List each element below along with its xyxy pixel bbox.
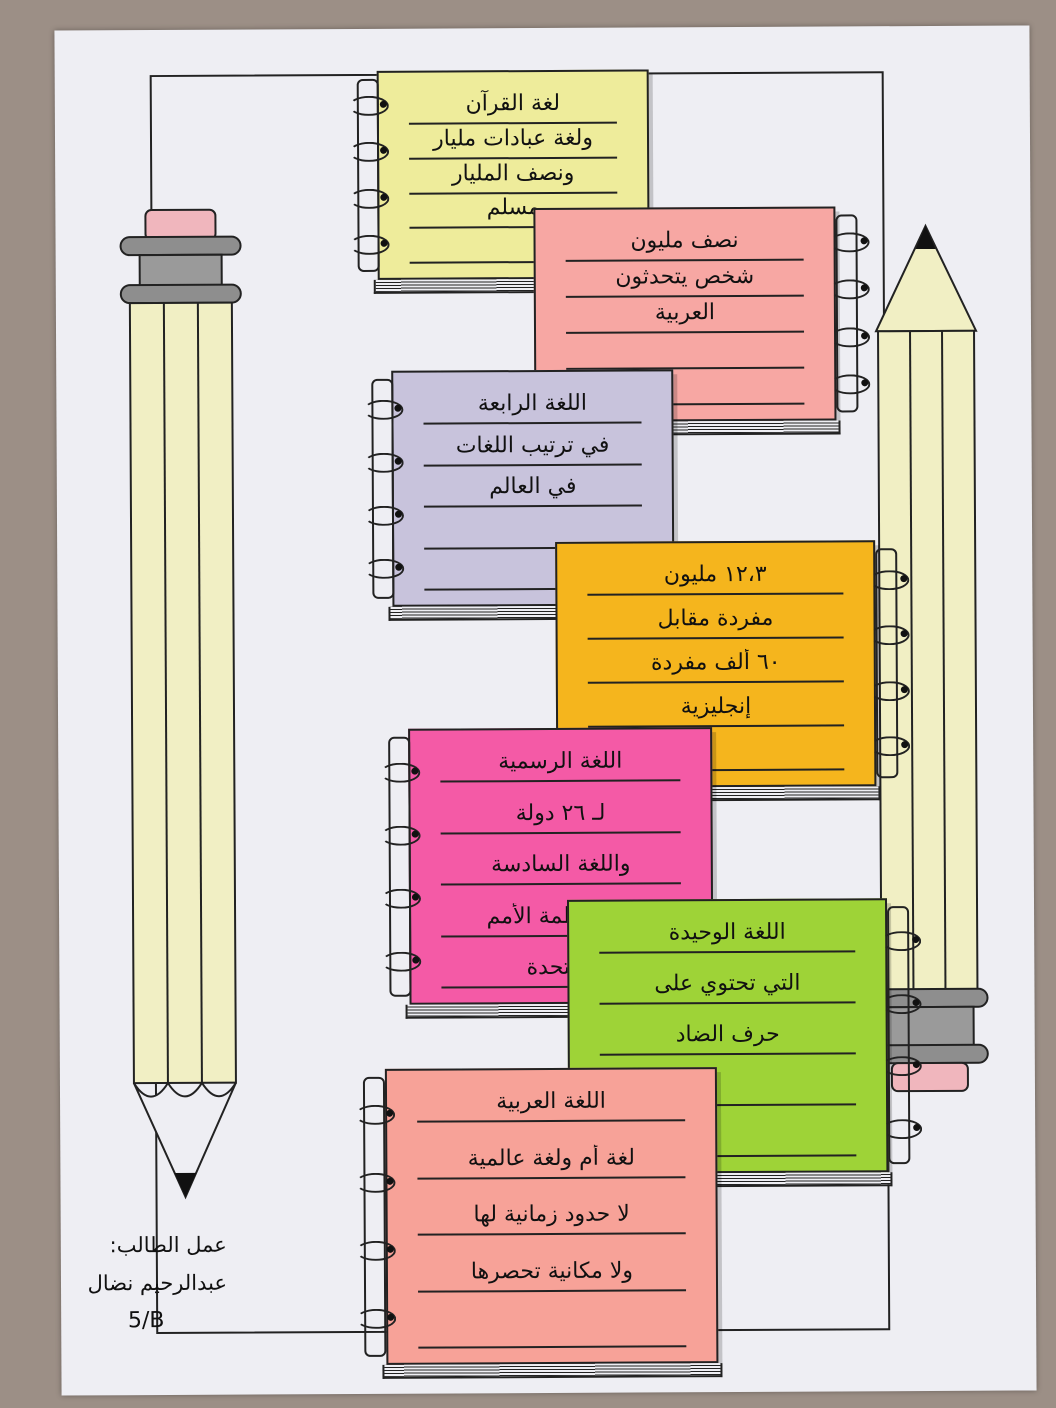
- note-line: ١٢،٣ مليون: [587, 560, 844, 596]
- note-line: مفردة مقابل: [587, 604, 844, 640]
- note-line: شخص يتحدثون: [565, 262, 804, 298]
- note-line: التي تحتوي على: [599, 969, 856, 1005]
- note-line: [566, 334, 805, 370]
- note-line: لغة القرآن: [408, 89, 617, 125]
- student-caption: عمل الطالب: عبدالرحيم نضال 5/B: [65, 1226, 228, 1341]
- note-line: واللغة السادسة: [440, 850, 681, 886]
- ring-icon: [881, 931, 922, 952]
- ring-icon: [881, 1056, 922, 1077]
- ring-icon: [380, 762, 421, 783]
- note-line: ولا مكانية تحصرها: [417, 1256, 687, 1293]
- caption-class: 5/B: [127, 1308, 165, 1334]
- ring-icon: [355, 1172, 396, 1194]
- ring-icon: [869, 680, 910, 702]
- ring-icon: [363, 505, 405, 526]
- note-line: لـ ٢٦ دولة: [440, 798, 681, 835]
- note-line: لا حدود زمانية لها: [417, 1200, 686, 1236]
- ring-icon: [829, 327, 871, 348]
- ring-icon: [870, 736, 911, 757]
- note-line: حرف الضاد: [599, 1020, 856, 1056]
- ring-icon: [380, 825, 421, 846]
- caption-line-1: عمل الطالب:: [109, 1232, 227, 1258]
- ring-icon: [349, 188, 390, 209]
- note-7: اللغة العربية لغة أم ولغة عالمية لا حدود…: [355, 1067, 723, 1379]
- paper-sheet: لغة القرآن ولغة عبادات مليار ونصف المليا…: [54, 25, 1037, 1396]
- ring-icon: [869, 625, 910, 646]
- ring-icon: [355, 1240, 396, 1262]
- note-line: في العالم: [423, 472, 642, 508]
- ring-icon: [363, 399, 404, 420]
- note-line: إنجليزية: [587, 692, 845, 728]
- caption-line-2: عبدالرحيم نضال: [87, 1270, 228, 1296]
- note-line: نصف مليون: [565, 226, 804, 262]
- note-line: العربية: [565, 298, 805, 334]
- right-pencil-drawing: [870, 223, 989, 1093]
- ring-icon: [348, 95, 389, 117]
- ring-icon: [349, 234, 390, 255]
- ring-icon: [349, 142, 390, 163]
- ring-icon: [829, 279, 870, 300]
- note-line: في ترتيب اللغات: [423, 430, 642, 467]
- note-line: اللغة الرسمية: [440, 747, 681, 783]
- note-line: ونصف المليار: [409, 159, 618, 195]
- ring-icon: [830, 374, 871, 395]
- note-line: اللغة الرابعة: [423, 389, 642, 425]
- note-line: اللغة الوحيدة: [599, 918, 856, 954]
- note-line: اللغة العربية: [416, 1087, 686, 1123]
- ring-icon: [882, 1118, 923, 1139]
- ring-icon: [869, 569, 910, 591]
- note-line: ولغة عبادات مليار: [408, 124, 618, 160]
- ring-icon: [881, 993, 922, 1014]
- note-line: ٦٠ ألف مفردة: [587, 648, 844, 684]
- ring-icon: [381, 951, 422, 972]
- left-pencil-drawing: [119, 208, 242, 1200]
- ring-icon: [355, 1104, 396, 1126]
- ring-icon: [356, 1308, 397, 1329]
- note-line: [418, 1313, 687, 1349]
- ring-icon: [829, 232, 870, 253]
- ring-icon: [363, 452, 404, 473]
- note-line: لغة أم ولغة عالمية: [417, 1143, 686, 1180]
- ring-icon: [364, 558, 405, 579]
- ring-icon: [380, 888, 422, 909]
